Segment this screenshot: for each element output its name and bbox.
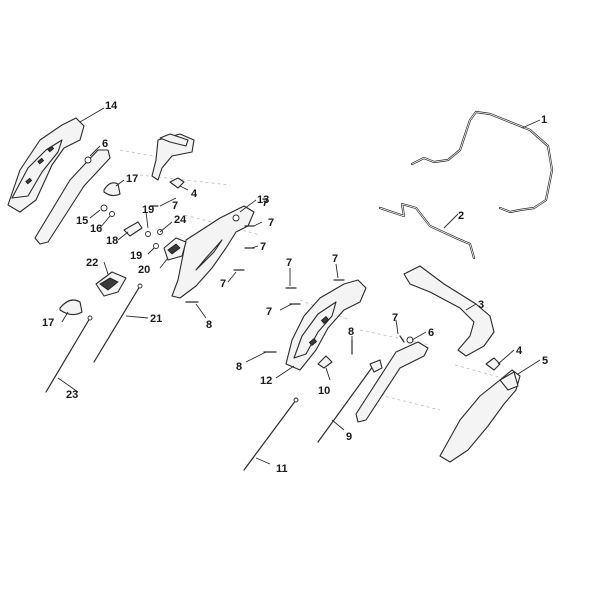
part-20-switch xyxy=(163,237,187,261)
part-12-right-handle-cover xyxy=(285,279,367,371)
callout-labels: 1 2 3 4 4 5 6 6 7 7 7 7 7 7 7 7 7 8 8 8 … xyxy=(42,100,548,475)
left-handle-tube xyxy=(34,149,111,245)
callout-16: 16 xyxy=(90,223,102,235)
callout-21: 21 xyxy=(150,313,162,325)
callout-8-mid: 8 xyxy=(206,319,212,331)
callout-6-left: 6 xyxy=(102,138,108,150)
part-22-cable-clamp xyxy=(95,271,127,297)
callout-7-g: 7 xyxy=(266,306,272,318)
part-11-cable xyxy=(243,397,299,471)
callout-7-c: 7 xyxy=(260,241,266,253)
callout-22: 22 xyxy=(86,257,98,269)
part-10-clip xyxy=(317,355,333,369)
part-17-knob-lower xyxy=(59,299,83,316)
callout-2: 2 xyxy=(458,210,464,222)
part-13-bracket-plate xyxy=(171,205,255,299)
callout-1: 1 xyxy=(541,114,547,126)
part-2-link-rod xyxy=(378,202,476,260)
part-5-right-cover xyxy=(439,369,521,463)
part-21-cable xyxy=(93,283,143,363)
leader-lines xyxy=(57,107,541,465)
callout-19-lower: 19 xyxy=(130,250,142,262)
callout-7-f: 7 xyxy=(332,253,338,265)
callout-7-d: 7 xyxy=(220,278,226,290)
callout-4-left: 4 xyxy=(191,188,198,200)
callout-12: 12 xyxy=(260,375,272,387)
part-17-knob-upper xyxy=(103,182,121,197)
callout-7-a: 7 xyxy=(172,200,178,212)
callout-4-right: 4 xyxy=(516,345,523,357)
callout-3: 3 xyxy=(478,299,484,311)
callout-13: 13 xyxy=(257,194,269,206)
part-14-left-handle-cover xyxy=(7,117,85,213)
callout-24: 24 xyxy=(174,214,187,226)
callout-7-i: 7 xyxy=(262,197,268,209)
callout-19-upper: 19 xyxy=(142,204,154,216)
part-4-spacer-left xyxy=(169,177,185,189)
callout-18: 18 xyxy=(106,235,118,247)
part-18-clip xyxy=(123,221,143,237)
top-grip-bracket xyxy=(151,133,195,181)
callout-7-e: 7 xyxy=(286,257,292,269)
callout-17-lower: 17 xyxy=(42,317,54,329)
callout-8-right: 8 xyxy=(348,326,354,338)
callout-17-upper: 17 xyxy=(126,173,138,185)
small-fasteners-right xyxy=(263,279,414,355)
callout-7-h: 7 xyxy=(392,312,398,324)
part-9-cable xyxy=(317,359,383,443)
callout-15: 15 xyxy=(76,215,88,227)
part-23-cable xyxy=(45,315,93,393)
callout-11: 11 xyxy=(276,463,288,475)
callout-7-b: 7 xyxy=(268,217,274,229)
callout-8-lower: 8 xyxy=(236,361,242,373)
small-fasteners-left xyxy=(84,156,255,303)
callout-14: 14 xyxy=(105,100,118,112)
callout-10: 10 xyxy=(318,385,330,397)
callout-20: 20 xyxy=(138,264,150,276)
part-4-knob-right xyxy=(485,357,501,371)
callout-9: 9 xyxy=(346,431,352,443)
right-lower-tube xyxy=(355,341,429,423)
callout-6-right: 6 xyxy=(428,327,434,339)
part-1-bail-wire xyxy=(410,110,554,214)
callout-5: 5 xyxy=(542,355,548,367)
callout-23: 23 xyxy=(66,389,78,401)
part-3-right-handle xyxy=(403,265,495,357)
